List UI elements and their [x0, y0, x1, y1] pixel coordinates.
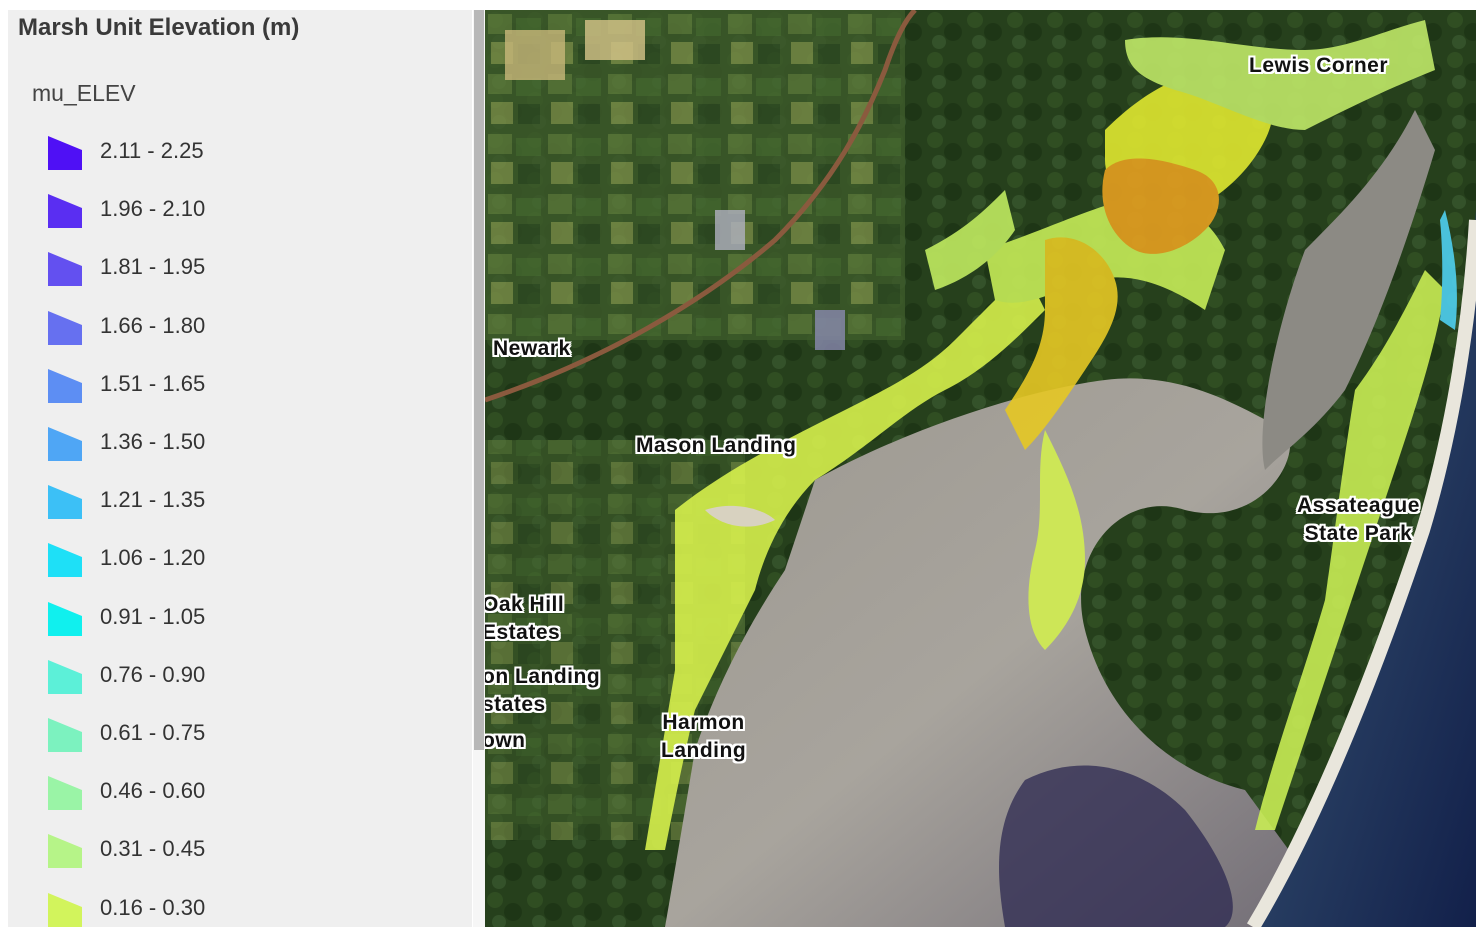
legend-item-label: 0.16 - 0.30 — [100, 894, 206, 920]
legend-swatch-icon — [48, 543, 82, 578]
legend-item: 0.16 - 0.30 — [46, 889, 446, 927]
legend-item: 1.81 - 1.95 — [46, 248, 446, 288]
label-oak-hill-estates: Oak Hill Estates — [485, 591, 564, 647]
inner-bay — [1262, 110, 1435, 470]
legend-item: 1.66 - 1.80 — [46, 307, 446, 347]
ocean — [1255, 210, 1476, 927]
legend-item-label: 1.66 - 1.80 — [100, 312, 206, 338]
legend-item-label: 1.81 - 1.95 — [100, 254, 206, 280]
legend-swatch-icon — [48, 427, 82, 461]
legend-item-label: 0.61 - 0.75 — [100, 720, 206, 745]
satellite-basemap[interactable] — [485, 10, 1476, 927]
legend-swatch-icon — [48, 601, 82, 636]
marsh-units[interactable] — [645, 20, 1457, 850]
label-mason-landing: Mason Landing — [636, 432, 797, 460]
legend-item: 1.21 - 1.35 — [46, 481, 446, 521]
map-view[interactable]: Lewis Corner Newark Mason Landing Assate… — [485, 10, 1476, 927]
label-text: Landing — [661, 739, 747, 762]
legend-item: 1.51 - 1.65 — [46, 365, 446, 405]
label-text: own — [485, 729, 526, 752]
label-text: Assateague — [1297, 494, 1420, 517]
sand-field — [505, 30, 565, 80]
legend-swatch-icon — [48, 252, 82, 287]
label-assateague-state-park: Assateague State Park — [1297, 492, 1420, 548]
legend-title: Marsh Unit Elevation (m) — [18, 14, 300, 41]
legend-item: 0.46 - 0.60 — [46, 772, 446, 812]
legend-swatch-icon — [48, 659, 82, 694]
legend-item-label: 0.46 - 0.60 — [100, 778, 206, 804]
label-text: State Park — [1304, 522, 1413, 545]
label-lewis-corner: Lewis Corner — [1249, 52, 1388, 80]
legend-panel: Marsh Unit Elevation (m) mu_ELEV 2.11 - … — [8, 10, 472, 927]
label-town-partial: own — [485, 727, 526, 755]
legend-item-label: 0.76 - 0.90 — [100, 661, 206, 687]
legend-item-label: 0.91 - 1.05 — [100, 603, 206, 629]
legend-item: 0.91 - 1.05 — [46, 598, 446, 638]
legend-item-label: 1.36 - 1.50 — [100, 429, 206, 454]
legend-swatch-icon — [48, 368, 82, 403]
legend-item-label: 1.96 - 2.10 — [100, 196, 206, 222]
dark-water — [999, 765, 1233, 927]
label-newark: Newark — [493, 335, 571, 363]
label-text: states — [485, 693, 546, 716]
label-text: Newark — [493, 337, 571, 360]
legend-item: 1.36 - 1.50 — [46, 423, 446, 463]
pond — [815, 310, 845, 350]
legend-item: 1.96 - 2.10 — [46, 190, 446, 230]
legend-item: 0.61 - 0.75 — [46, 714, 446, 754]
legend-item-label: 2.11 - 2.25 — [100, 138, 204, 163]
label-landing-estates-partial: on Landing states — [485, 663, 600, 719]
legend-swatch-icon — [48, 194, 82, 229]
label-text: Harmon — [662, 711, 745, 734]
legend-swatch-icon — [48, 136, 82, 170]
label-text: Lewis Corner — [1249, 54, 1389, 77]
legend-item-label: 0.31 - 0.45 — [100, 836, 206, 862]
legend-swatch-icon — [48, 776, 82, 811]
legend-item: 1.06 - 1.20 — [46, 539, 446, 579]
legend-swatch-icon — [48, 485, 82, 520]
legend-item: 2.11 - 2.25 — [46, 132, 446, 172]
label-harmon-landing: Harmon Landing — [661, 709, 746, 765]
legend-swatch-icon — [48, 310, 82, 345]
label-text: Oak Hill — [485, 593, 565, 616]
legend-item-label: 1.21 - 1.35 — [100, 487, 206, 513]
sand-patch — [705, 505, 775, 527]
sand-field — [585, 20, 645, 60]
bay-water — [665, 378, 1345, 927]
legend-item-label: 1.06 - 1.20 — [100, 545, 206, 571]
label-text: on Landing — [485, 665, 601, 688]
legend-item: 0.76 - 0.90 — [46, 656, 446, 696]
label-text: Estates — [485, 621, 561, 644]
legend-field-name: mu_ELEV — [32, 80, 136, 106]
legend-item: 0.31 - 0.45 — [46, 830, 446, 870]
legend-swatch-icon — [48, 718, 82, 752]
pond — [715, 210, 745, 250]
legend-swatch-icon — [48, 834, 82, 869]
legend-scrollbar-thumb[interactable] — [474, 10, 484, 750]
highway-road — [485, 10, 917, 403]
legend-item-label: 1.51 - 1.65 — [100, 370, 206, 396]
label-text: Mason Landing — [636, 434, 797, 457]
beach — [1246, 219, 1476, 927]
legend-swatch-icon — [48, 892, 82, 927]
